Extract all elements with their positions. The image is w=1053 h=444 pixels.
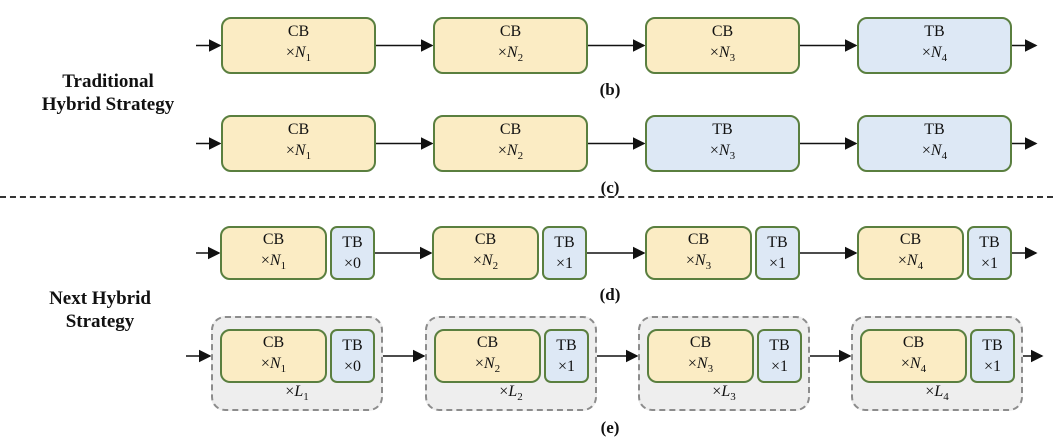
block-count: ×N4 <box>921 142 948 163</box>
block-type: CB <box>689 333 712 351</box>
block-type: CB <box>262 333 285 351</box>
block-type: CB <box>476 333 499 351</box>
block-type: CB <box>902 333 925 351</box>
block-count: ×N4 <box>897 251 924 273</box>
block-count: ×N1 <box>285 142 312 163</box>
block-type: CB <box>474 230 497 248</box>
row-tag-d: (d) <box>599 285 621 304</box>
block-cb-d-4: CB ×N4 <box>857 226 964 280</box>
row-tag-c: (c) <box>600 178 620 197</box>
block-type: CB <box>899 230 922 248</box>
block-type: TB <box>982 337 1003 354</box>
block-count: ×0 <box>343 358 362 375</box>
block-tb-c-3: TB ×N3 <box>645 115 800 172</box>
block-type: TB <box>554 234 575 251</box>
block-tb-e-3: TB ×1 <box>757 329 802 383</box>
block-type: TB <box>767 234 788 251</box>
block-cb-b-2: CB ×N2 <box>433 17 588 74</box>
block-cb-e-3: CB ×N3 <box>647 329 754 383</box>
block-count: ×N4 <box>921 44 948 65</box>
block-type: CB <box>262 230 285 248</box>
traditional-strategy-label: Traditional Hybrid Strategy <box>41 71 175 115</box>
block-type: CB <box>687 230 710 248</box>
block-tb-e-4: TB ×1 <box>970 329 1015 383</box>
block-cb-c-2: CB ×N2 <box>433 115 588 172</box>
block-type: TB <box>924 121 945 139</box>
block-type: TB <box>342 234 363 251</box>
block-type: TB <box>769 337 790 354</box>
block-count: ×1 <box>770 358 789 375</box>
block-count: ×N4 <box>900 354 927 376</box>
block-count: ×N3 <box>709 44 736 65</box>
stage-repeat-label: ×L2 <box>499 383 523 404</box>
block-count: ×0 <box>343 255 362 272</box>
block-cb-d-2: CB ×N2 <box>432 226 539 280</box>
block-tb-e-2: TB ×1 <box>544 329 589 383</box>
block-tb-d-4: TB ×1 <box>967 226 1012 280</box>
block-type: TB <box>924 23 945 41</box>
row-tag-e: (e) <box>600 418 620 437</box>
block-type: CB <box>499 121 522 139</box>
block-count: ×1 <box>980 255 999 272</box>
block-cb-d-1: CB ×N1 <box>220 226 327 280</box>
block-tb-c-4: TB ×N4 <box>857 115 1012 172</box>
block-cb-e-4: CB ×N4 <box>860 329 967 383</box>
block-cb-e-2: CB ×N2 <box>434 329 541 383</box>
block-type: CB <box>499 23 522 41</box>
block-tb-d-3: TB ×1 <box>755 226 800 280</box>
section-divider <box>0 196 1053 198</box>
block-cb-b-3: CB ×N3 <box>645 17 800 74</box>
block-tb-e-1: TB ×0 <box>330 329 375 383</box>
block-count: ×N2 <box>497 142 524 163</box>
block-count: ×N1 <box>285 44 312 65</box>
block-count: ×N3 <box>687 354 714 376</box>
block-count: ×N2 <box>472 251 499 273</box>
block-type: CB <box>287 23 310 41</box>
block-count: ×N1 <box>260 354 287 376</box>
block-type: TB <box>712 121 733 139</box>
block-count: ×1 <box>983 358 1002 375</box>
block-tb-b-4: TB ×N4 <box>857 17 1012 74</box>
block-count: ×N3 <box>709 142 736 163</box>
block-tb-d-1: TB ×0 <box>330 226 375 280</box>
block-count: ×N2 <box>497 44 524 65</box>
block-type: TB <box>556 337 577 354</box>
block-count: ×N1 <box>260 251 287 273</box>
row-tag-b: (b) <box>599 80 621 99</box>
block-count: ×N3 <box>685 251 712 273</box>
next-strategy-label: Next Hybrid Strategy <box>49 288 151 332</box>
block-type: CB <box>711 23 734 41</box>
block-tb-d-2: TB ×1 <box>542 226 587 280</box>
block-type: TB <box>342 337 363 354</box>
block-type: TB <box>979 234 1000 251</box>
block-type: CB <box>287 121 310 139</box>
block-cb-b-1: CB ×N1 <box>221 17 376 74</box>
stage-repeat-label: ×L4 <box>925 383 949 404</box>
block-count: ×1 <box>557 358 576 375</box>
block-cb-d-3: CB ×N3 <box>645 226 752 280</box>
block-cb-e-1: CB ×N1 <box>220 329 327 383</box>
block-count: ×1 <box>555 255 574 272</box>
block-count: ×N2 <box>474 354 501 376</box>
stage-repeat-label: ×L3 <box>712 383 736 404</box>
block-count: ×1 <box>768 255 787 272</box>
block-cb-c-1: CB ×N1 <box>221 115 376 172</box>
stage-repeat-label: ×L1 <box>285 383 309 404</box>
